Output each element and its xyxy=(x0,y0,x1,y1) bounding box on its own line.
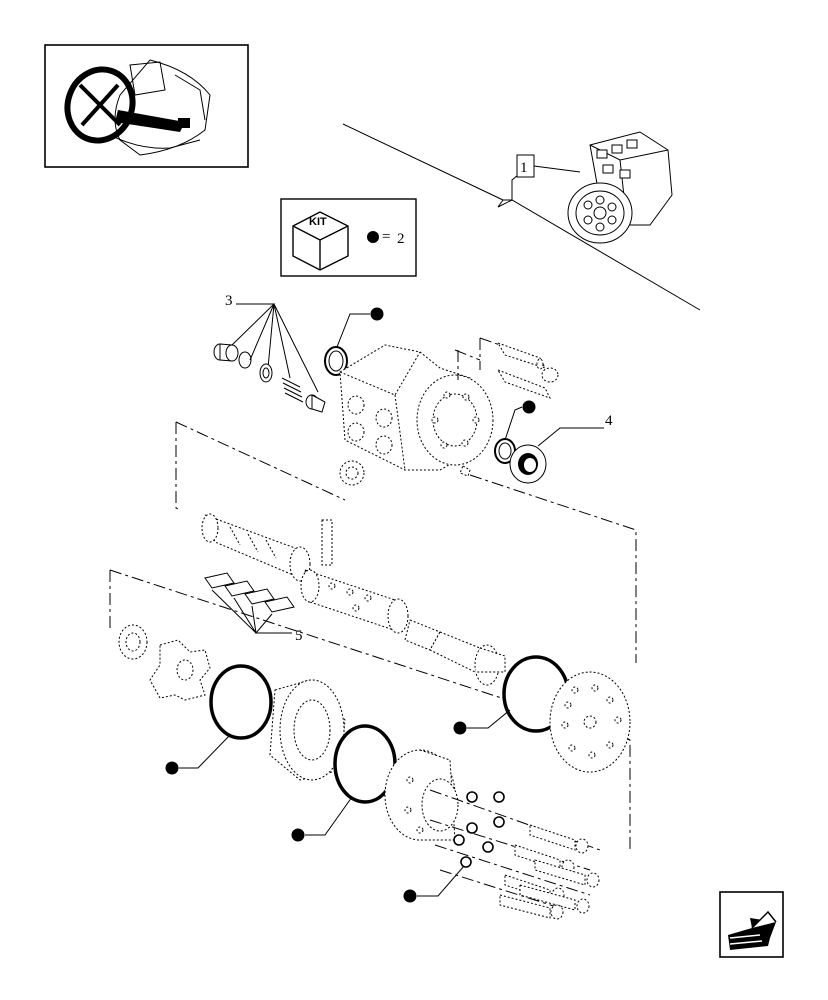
spool-section-outline xyxy=(175,421,637,663)
bolts-and-washers xyxy=(429,789,601,920)
next-page-arrow-icon[interactable] xyxy=(719,891,784,958)
kit-text: KIT xyxy=(309,216,327,228)
kit-legend: KIT = 2 xyxy=(280,198,417,277)
plates-group: 5 xyxy=(204,572,303,644)
check-valve-pins xyxy=(454,337,559,399)
kit-item-markers xyxy=(165,709,511,903)
o-ring-1 xyxy=(209,664,273,740)
kit-count-label: 2 xyxy=(397,231,405,247)
washer-group: 4 xyxy=(494,400,613,484)
steering-unit-assembled-icon xyxy=(567,131,673,244)
spool-sleeve xyxy=(201,513,409,634)
spool-seals-group xyxy=(213,343,326,413)
callout-5-label: 5 xyxy=(295,628,303,644)
end-cover xyxy=(384,749,459,841)
kit-cube-icon: KIT xyxy=(292,211,349,271)
gerotor-gear-set xyxy=(118,624,631,804)
assembly-reference: 1 xyxy=(342,123,701,311)
steering-wheel-location-icon xyxy=(64,59,211,156)
callout-3-label: 3 xyxy=(225,293,233,309)
callout-1-label: 1 xyxy=(520,160,528,176)
kit-bullet xyxy=(367,231,379,243)
kit-equals: = xyxy=(382,229,390,245)
callout-3: 3 xyxy=(225,293,319,393)
upper-seal-kit-item xyxy=(324,307,384,376)
valve-housing xyxy=(339,344,494,486)
location-thumbnail xyxy=(44,44,249,168)
callout-4-label: 4 xyxy=(605,413,613,429)
cardan-shaft xyxy=(404,619,506,686)
